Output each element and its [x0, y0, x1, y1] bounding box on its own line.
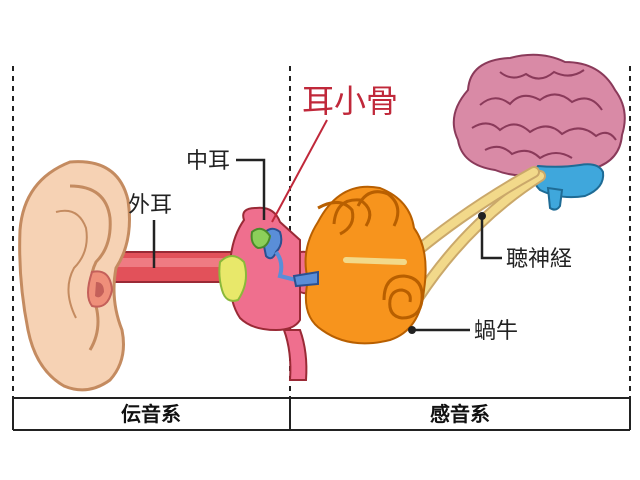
cochlea-label: 蝸牛: [474, 319, 518, 344]
system-bar: [12, 397, 631, 431]
ossicles-leader-line: [271, 119, 328, 223]
inner-ear-labyrinth: [304, 185, 427, 345]
pinna: [18, 160, 131, 392]
auditory-nerve-leader-line: [480, 218, 502, 260]
sensorineural-system-label: 感音系: [430, 402, 490, 426]
ossicles-label: 耳小骨: [302, 82, 398, 120]
auditory-nerve-label: 聴神経: [506, 247, 572, 272]
brainstem: [532, 163, 605, 211]
middle-ear-leader-line: [236, 158, 266, 220]
auditory-nerve-dot: [478, 212, 486, 220]
cochlea-dot: [408, 326, 416, 334]
conductive-system-label: 伝音系: [121, 402, 181, 426]
middle-ear-label: 中耳: [186, 149, 230, 174]
outer-ear-label: 外耳: [128, 193, 172, 218]
eardrum: [218, 227, 272, 302]
brain: [452, 53, 626, 177]
